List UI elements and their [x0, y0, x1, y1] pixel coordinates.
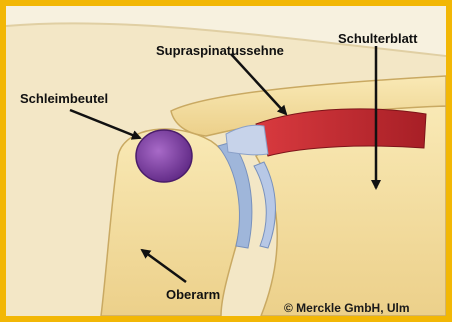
- label-supraspinatus: Supraspinatussehne: [156, 44, 284, 57]
- label-schulterblatt: Schulterblatt: [338, 32, 417, 45]
- copyright-notice: © Merckle GmbH, Ulm: [284, 302, 410, 314]
- label-oberarm: Oberarm: [166, 288, 220, 301]
- bursa: [136, 130, 192, 182]
- label-schleimbeutel: Schleimbeutel: [20, 92, 108, 105]
